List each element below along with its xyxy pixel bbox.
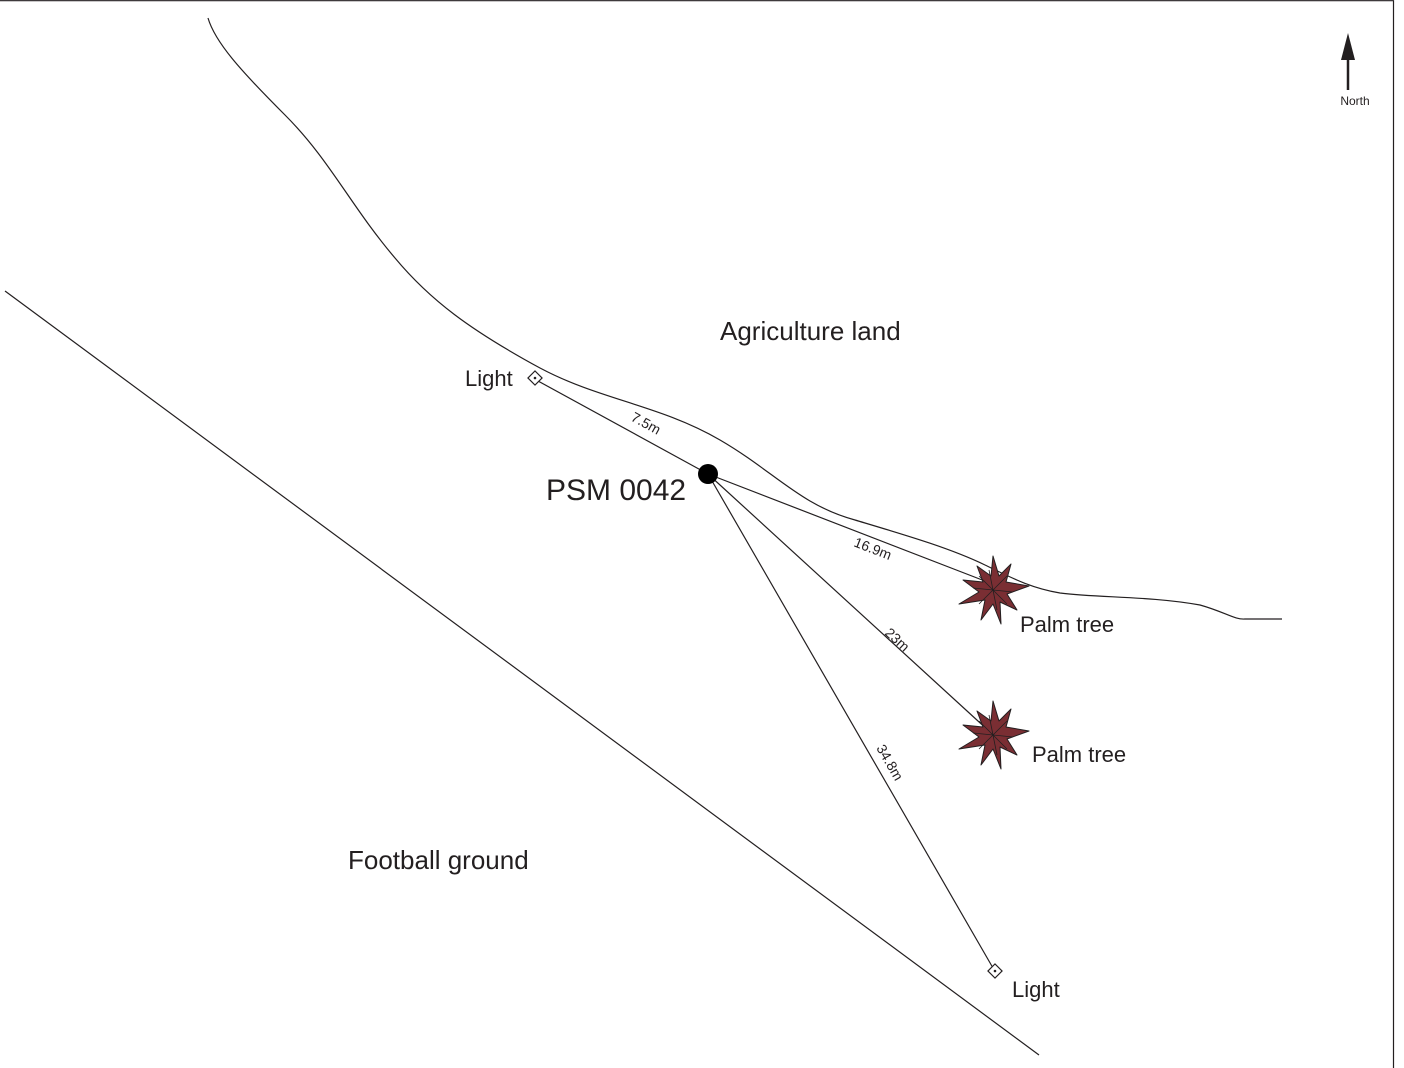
feature-label-palm-1: Palm tree — [1020, 612, 1114, 637]
palm-tree-icon — [958, 700, 1030, 770]
field-boundary-line — [207, 17, 1282, 620]
area-label-football: Football ground — [348, 845, 529, 875]
north-arrow-icon — [1341, 33, 1355, 90]
survey-marker-icon — [698, 464, 718, 484]
distance-line-light-1 — [537, 380, 709, 475]
feature-label-light-1: Light — [465, 366, 513, 391]
distance-line-light-2 — [707, 473, 994, 969]
light-pole-icon — [987, 963, 1003, 979]
distance-line-palm-2 — [707, 473, 991, 733]
marker-label: PSM 0042 — [546, 474, 686, 507]
north-label: North — [1340, 94, 1369, 108]
distance-label-palm-2: 23m — [882, 624, 913, 654]
road-edge-line — [4, 290, 1040, 1056]
feature-label-palm-2: Palm tree — [1032, 742, 1126, 767]
distance-label-light-2: 34.8m — [873, 742, 906, 784]
area-label-agriculture: Agriculture land — [720, 316, 901, 346]
feature-label-light-2: Light — [1012, 977, 1060, 1002]
palm-tree-icon — [958, 555, 1030, 625]
distance-line-palm-1 — [707, 473, 991, 584]
light-pole-icon — [527, 370, 543, 386]
